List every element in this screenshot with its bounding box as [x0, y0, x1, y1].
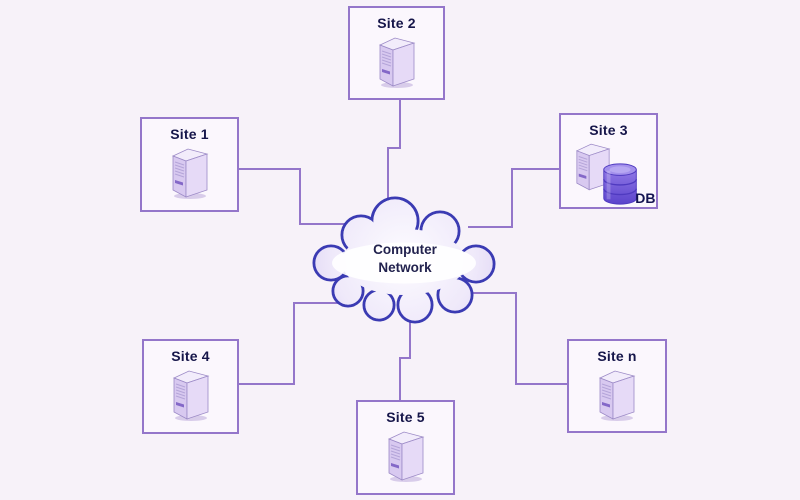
site-box-5: Site 5: [356, 400, 455, 495]
cloud-label-line2: Network: [378, 260, 432, 275]
site-label-1: Site 1: [170, 126, 209, 142]
cloud-label-line1: Computer: [373, 242, 437, 257]
site-label-n: Site n: [597, 348, 637, 364]
connector-site2-cloud: [387, 100, 401, 210]
server-icon: [386, 428, 426, 487]
connector-site1-cloud: [239, 168, 348, 225]
site-label-2: Site 2: [377, 15, 416, 31]
cloud-highlight-ellipse: [332, 242, 476, 284]
database-icon: [600, 162, 642, 211]
server-icon: [170, 145, 210, 204]
site-box-3: Site 3: [559, 113, 658, 209]
server-with-database-icon: DB: [566, 140, 656, 206]
connector-siten-cloud: [466, 292, 567, 385]
site-label-4: Site 4: [171, 348, 210, 364]
connector-site3-cloud: [468, 168, 559, 228]
server-icon: [597, 367, 637, 426]
site-label-3: Site 3: [589, 122, 628, 138]
site-box-2: Site 2: [348, 6, 445, 100]
network-cloud: [312, 196, 496, 324]
server-icon: [377, 34, 417, 93]
connector-site4-cloud: [239, 302, 352, 385]
site-box-1: Site 1: [140, 117, 239, 212]
server-icon: [171, 367, 211, 426]
connector-lines: [239, 100, 567, 400]
db-label: DB: [635, 190, 656, 206]
site-label-5: Site 5: [386, 409, 425, 425]
cloud-label: Computer Network: [325, 241, 485, 277]
site-box-4: Site 4: [142, 339, 239, 434]
site-box-n: Site n: [567, 339, 667, 433]
connector-site5-cloud: [399, 314, 411, 400]
